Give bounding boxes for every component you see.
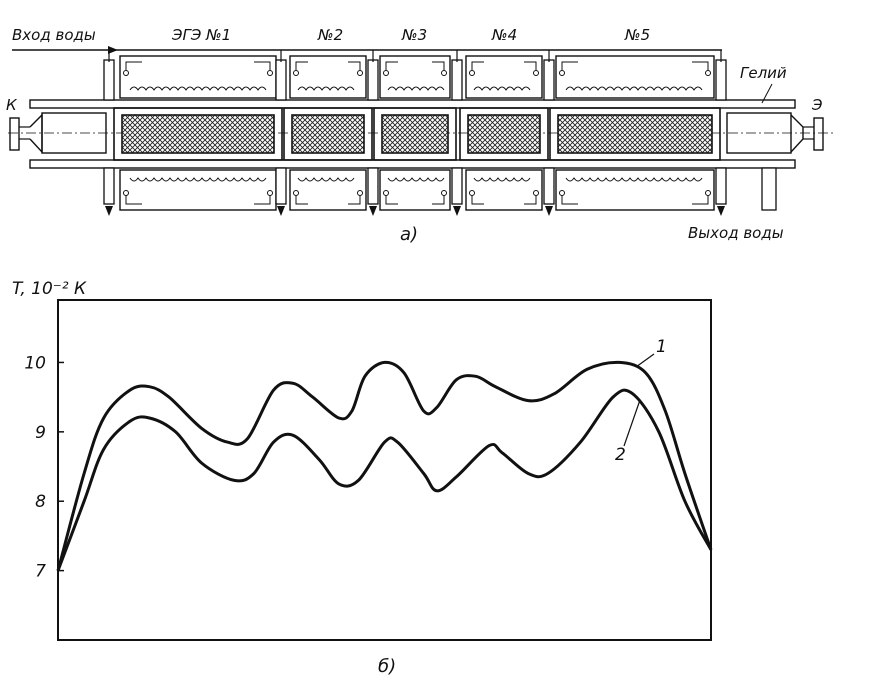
caption-b: б) [378,656,396,677]
series-1-label: 1 [656,337,667,357]
device-diagram: Вход воды ЭГЭ №1 №2 №3 №4 №5 Гелий К Э [6,26,835,245]
section-label-4: №4 [491,26,517,44]
upper-pipes [103,59,727,101]
collector-block [41,112,107,154]
y-tick-label-3: 10 [24,353,46,373]
caption-a: а) [400,224,418,245]
section-2 [283,107,373,161]
right-flange [813,117,824,151]
temperature-chart: T, 10⁻² К 7 8 9 10 1 2 б) [12,279,713,677]
section-3 [373,107,457,161]
lower-coils [119,169,715,211]
upper-drops [108,50,722,62]
series-1-line [56,360,713,571]
right-end-label: Э [811,96,823,114]
lower-pipes [103,167,777,211]
water-in-label: Вход воды [12,26,96,44]
section-label-1: ЭГЭ №1 [171,26,231,44]
y-axis-label: T, 10⁻² К [12,279,87,299]
series-2-line [56,388,713,572]
y-tick-label-1: 8 [35,492,46,512]
section-label-5: №5 [624,26,650,44]
plot-frame [57,299,712,641]
section-5 [549,107,721,161]
y-tick-label-2: 9 [35,423,46,443]
y-tick-label-0: 7 [35,562,46,582]
left-end-label: К [6,96,18,114]
section-4 [459,107,549,161]
section-label-2: №2 [317,26,343,44]
upper-coils [119,55,715,99]
emitter-block [726,112,792,154]
section-1 [113,107,283,161]
left-flange [9,117,20,151]
section-label-3: №3 [401,26,427,44]
water-out-label: Выход воды [688,224,784,242]
series-2-label: 2 [615,445,626,465]
lower-arrows [105,206,725,216]
helium-label: Гелий [740,64,787,82]
